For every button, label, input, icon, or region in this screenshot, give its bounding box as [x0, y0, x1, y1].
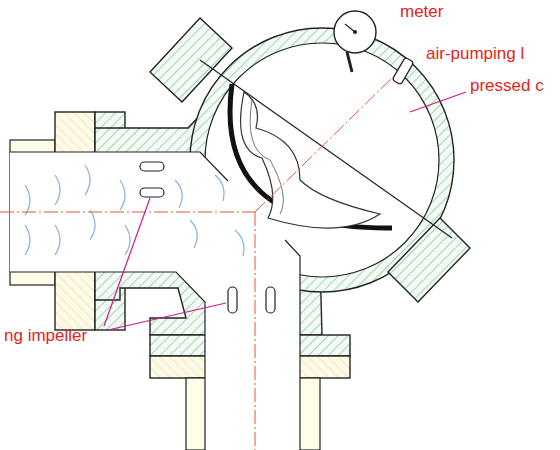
part-label: ng impeller [4, 326, 87, 346]
part-label: pressed c [470, 76, 544, 96]
part-label: air-pumping l [426, 44, 524, 64]
part-label: meter [400, 2, 443, 22]
